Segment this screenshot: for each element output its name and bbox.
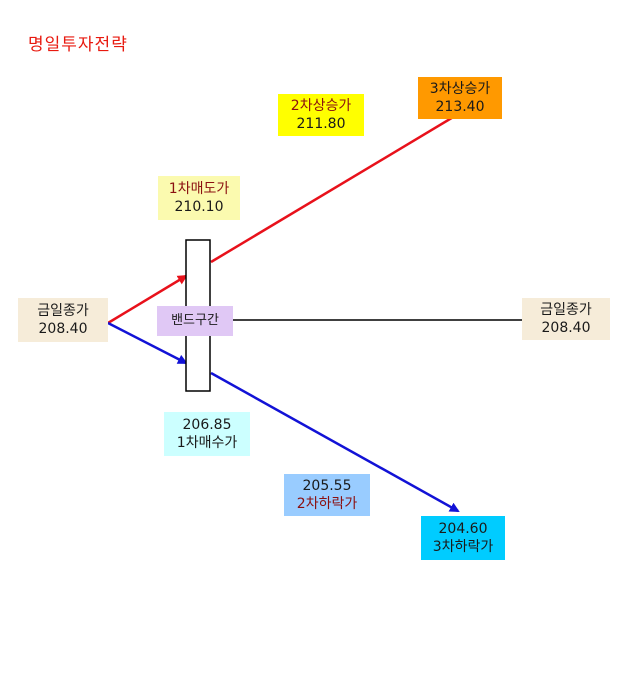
- current-close-right-box: 금일종가 208.40: [522, 298, 610, 340]
- fall-2-value: 205.55: [302, 478, 352, 494]
- fall-2-box: 205.55 2차하락가: [284, 474, 370, 516]
- fall-line: [210, 371, 460, 513]
- current-close-left-box: 금일종가 208.40: [18, 298, 108, 342]
- fall-3-label: 3차하락가: [432, 539, 494, 555]
- rise-3-label: 3차상승가: [429, 81, 491, 97]
- fall-3-value: 204.60: [438, 521, 488, 537]
- page-title: 명일투자전략: [28, 35, 128, 55]
- rise-3-value: 213.40: [435, 99, 485, 115]
- current-close-left-label: 금일종가: [37, 303, 89, 319]
- fall-2-label: 2차하락가: [296, 496, 358, 512]
- sell-1-box: 1차매도가 210.10: [158, 176, 240, 220]
- rise-2-box: 2차상승가 211.80: [278, 94, 364, 136]
- arrow-down-to-band: [107, 321, 188, 365]
- sell-1-label: 1차매도가: [168, 181, 230, 197]
- buy-1-value: 206.85: [182, 417, 232, 433]
- current-close-left-value: 208.40: [38, 321, 88, 337]
- fall-3-box: 204.60 3차하락가: [421, 516, 505, 560]
- arrow-up-to-band: [107, 274, 188, 325]
- band-box: 밴드구간: [157, 306, 233, 336]
- band-label: 밴드구간: [171, 313, 219, 328]
- current-close-right-label: 금일종가: [540, 302, 592, 318]
- buy-1-box: 206.85 1차매수가: [164, 412, 250, 456]
- current-close-right-value: 208.40: [541, 320, 591, 336]
- rise-3-box: 3차상승가 213.40: [418, 77, 502, 119]
- sell-1-value: 210.10: [174, 199, 224, 215]
- rise-2-label: 2차상승가: [290, 98, 352, 114]
- rise-2-value: 211.80: [296, 116, 346, 132]
- buy-1-label: 1차매수가: [176, 435, 238, 451]
- rise-line: [210, 111, 461, 264]
